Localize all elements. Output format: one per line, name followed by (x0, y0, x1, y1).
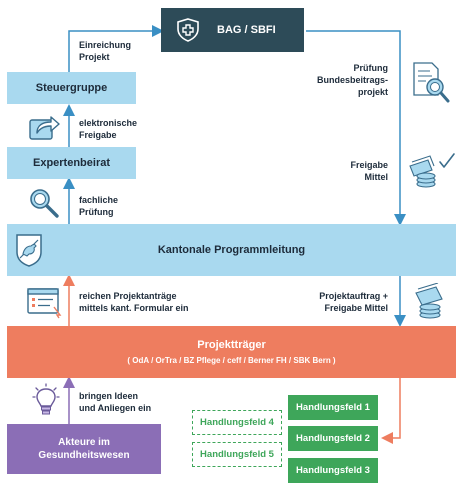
kantonale-programmleitung-box: Kantonale Programmleitung (7, 224, 456, 276)
label-freigabe-line-1: Freigabe (350, 160, 388, 170)
expertenbeirat-box: Expertenbeirat (7, 147, 136, 179)
expertenbeirat-label: Expertenbeirat (32, 157, 111, 169)
akteure-line-1: Akteure im (58, 437, 110, 448)
akteure-box: Akteure im Gesundheitswesen (7, 424, 161, 474)
bear-coat-of-arms-icon (16, 234, 42, 267)
handlungsfeld-2: Handlungsfeld 2 (288, 426, 378, 451)
label-bringen-line-1: bringen Ideen (79, 391, 139, 401)
arrow-bag-kantonal (306, 30, 406, 226)
label-elektronische-line-2: Freigabe (79, 130, 117, 140)
label-pruefung-line-2: Bundesbeitrags- (316, 75, 388, 85)
projekttraeger-subtitle: ( OdA / OrTra / BZ Pflege / ceff / Berne… (127, 356, 336, 365)
form-icon (27, 288, 62, 319)
kantonale-programmleitung-label: Kantonale Programmleitung (157, 244, 306, 256)
label-einreichung: Einreichung Projekt (79, 39, 131, 63)
shield-cross-icon (175, 17, 201, 43)
label-projektauftrag-line-2: Freigabe Mittel (324, 303, 388, 313)
handlungsfeld-1-label: Handlungsfeld 1 (296, 402, 370, 413)
bag-sbfi-label: BAG / SBFI (217, 24, 276, 36)
label-fachliche-line-2: Prüfung (79, 207, 114, 217)
label-fachliche-line-1: fachliche (79, 195, 119, 205)
projekttraeger-box: Projektträger ( OdA / OrTra / BZ Pflege … (7, 326, 456, 378)
projekttraeger-title: Projektträger (197, 339, 266, 351)
label-freigabe-mittel: Freigabe Mittel (350, 159, 388, 183)
label-bringen-ideen: bringen Ideen und Anliegen ein (79, 390, 151, 414)
handlungsfeld-1: Handlungsfeld 1 (288, 395, 378, 420)
label-reichen-line-2: mittels kant. Formular ein (79, 303, 189, 313)
label-elektronische-freigabe: elektronische Freigabe (79, 117, 137, 141)
label-projektauftrag: Projektauftrag + Freigabe Mittel (319, 290, 388, 314)
label-projektauftrag-line-1: Projektauftrag + (319, 291, 388, 301)
arrow-steuergruppe-bag (68, 25, 164, 72)
handlungsfeld-5: Handlungsfeld 5 (192, 442, 282, 467)
handlungsfeld-5-label: Handlungsfeld 5 (200, 449, 274, 460)
label-bringen-line-2: und Anliegen ein (79, 403, 152, 413)
bag-sbfi-box: BAG / SBFI (161, 8, 304, 52)
steuergruppe-box: Steuergruppe (7, 72, 136, 104)
label-einreichung-line-2: Projekt (79, 52, 110, 62)
akteure-line-2: Gesundheitswesen (38, 450, 130, 461)
handlungsfeld-3: Handlungsfeld 3 (288, 458, 378, 483)
handlungsfeld-4-label: Handlungsfeld 4 (200, 417, 274, 428)
label-einreichung-line-1: Einreichung (79, 40, 132, 50)
steuergruppe-label: Steuergruppe (35, 82, 108, 94)
label-freigabe-line-2: Mittel (364, 172, 389, 182)
label-elektronische-line-1: elektronische (79, 118, 138, 128)
label-reichen-projektantraege: reichen Projektanträge mittels kant. For… (79, 290, 189, 314)
arrow-projekttraeger-hf2 (381, 378, 401, 444)
label-pruefung-line-1: Prüfung (353, 63, 389, 73)
coins-check-icon (409, 153, 455, 188)
share-icon (29, 116, 60, 140)
label-pruefung-bundesbeitragsprojekt: Prüfung Bundesbeitrags- projekt (317, 62, 388, 98)
handlungsfeld-4: Handlungsfeld 4 (192, 410, 282, 435)
handlungsfeld-3-label: Handlungsfeld 3 (296, 465, 370, 476)
label-pruefung-line-3: projekt (357, 87, 388, 97)
money-stack-icon (415, 283, 443, 319)
label-reichen-line-1: reichen Projektanträge (79, 291, 177, 301)
document-search-icon (413, 62, 450, 103)
magnifier-icon (30, 189, 59, 218)
handlungsfeld-2-label: Handlungsfeld 2 (296, 433, 370, 444)
lightbulb-icon (32, 383, 60, 415)
label-fachliche-pruefung: fachliche Prüfung (79, 194, 118, 218)
